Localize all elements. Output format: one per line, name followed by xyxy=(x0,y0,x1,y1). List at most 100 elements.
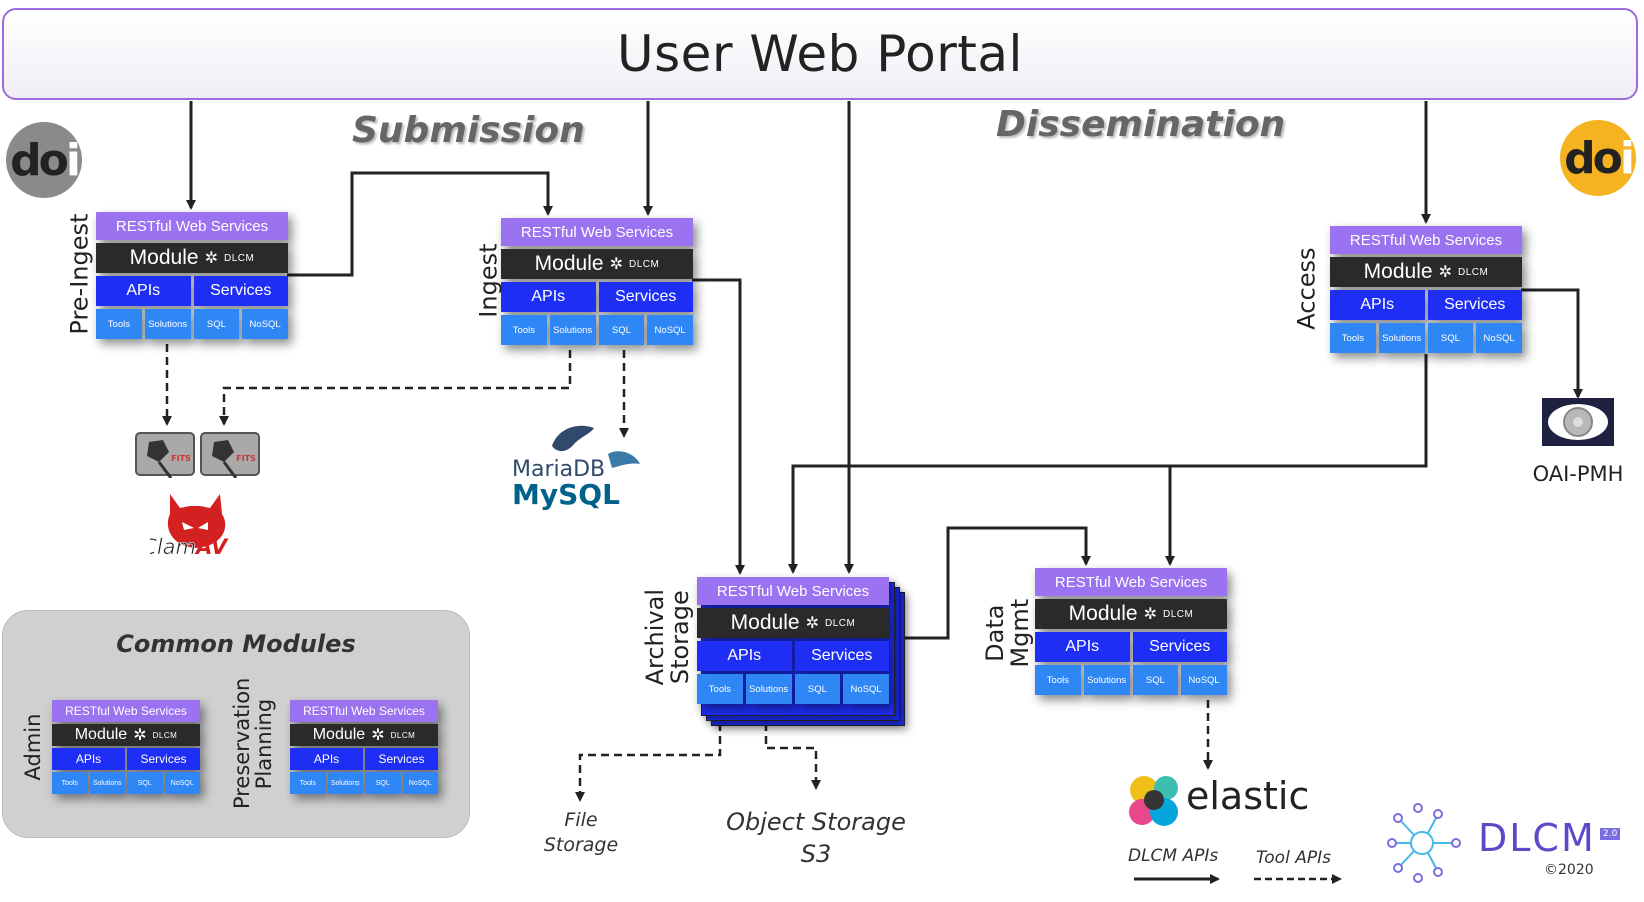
fits-label-2: FITS xyxy=(236,454,256,463)
services-cell: Services xyxy=(365,748,438,770)
label-preservation-line1: Preservation xyxy=(229,677,254,810)
nosql-cell: NoSQL xyxy=(1476,323,1522,353)
nosql-cell: NoSQL xyxy=(843,674,889,704)
tools-cell: Tools xyxy=(1330,323,1376,353)
object-storage-caption: Object Storage S3 xyxy=(716,806,916,871)
archival-to-file-storage-arrow xyxy=(575,710,722,802)
dlcm-icon: ✲ xyxy=(1438,264,1452,281)
services-cell: Services xyxy=(193,276,288,306)
clamav-part2: AV xyxy=(194,535,229,558)
apis-cell: APIs xyxy=(697,641,792,671)
dlcm-tag: DLCM xyxy=(390,730,416,740)
dissemination-title: Dissemination xyxy=(996,104,1286,145)
label-preservation-line2: Planning xyxy=(252,698,276,790)
submission-title: Submission xyxy=(352,110,585,151)
label-archival-line1: Archival xyxy=(640,588,669,686)
label-pre-ingest: Pre-Ingest xyxy=(65,213,94,335)
sql-cell: SQL xyxy=(193,309,240,339)
nosql-cell: NoSQL xyxy=(1181,665,1227,695)
dlcm-tag: DLCM xyxy=(223,252,255,264)
fits-tool-icon-1: FITS xyxy=(135,432,195,478)
access-to-archival-arrow xyxy=(788,354,1428,574)
module-label: Module xyxy=(1068,602,1138,625)
label-data-mgmt: Data Mgmt xyxy=(980,583,1034,683)
solutions-cell: Solutions xyxy=(327,772,363,794)
services-cell: Services xyxy=(1132,632,1227,662)
sql-cell: SQL xyxy=(1132,665,1179,695)
dlcm-tag: DLCM xyxy=(152,730,178,740)
ingest-to-archival-arrow xyxy=(692,278,745,575)
label-archival-storage: Archival Storage xyxy=(640,577,694,697)
module-bar: Module ✲ DLCM xyxy=(1035,599,1227,629)
apis-cell: APIs xyxy=(52,748,125,770)
doi-logo-left: doi xyxy=(6,122,82,198)
tools-cell: Tools xyxy=(96,309,142,339)
solutions-cell: Solutions xyxy=(89,772,125,794)
apis-cell: APIs xyxy=(1330,290,1425,320)
mariadb-text: MariaDB xyxy=(512,457,605,482)
rws-bar: RESTful Web Services xyxy=(52,700,200,722)
sql-cell: SQL xyxy=(1427,323,1474,353)
label-preservation-planning: Preservation Planning xyxy=(229,677,276,810)
module-label: Module xyxy=(129,246,199,269)
common-modules-title: Common Modules xyxy=(116,630,356,658)
label-data-mgmt-line1: Data xyxy=(980,604,1009,662)
fits-tool-icon-2: FITS xyxy=(200,432,260,478)
dlcm-tag: DLCM xyxy=(1457,266,1489,278)
dlcm-icon: ✲ xyxy=(133,727,147,744)
module-bar: Module ✲ DLCM xyxy=(697,608,889,638)
dlcm-icon: ✲ xyxy=(1143,606,1157,623)
apis-cell: APIs xyxy=(501,282,596,312)
dlcm-tag: DLCM xyxy=(1162,608,1194,620)
dlcm-icon: ✲ xyxy=(805,615,819,632)
sql-cell: SQL xyxy=(598,315,645,345)
object-storage-line2: S3 xyxy=(800,840,832,869)
access-to-oaipmh-arrow xyxy=(1521,288,1583,399)
file-storage-caption: File Storage xyxy=(536,808,626,857)
rws-bar: RESTful Web Services xyxy=(1330,226,1522,254)
solutions-cell: Solutions xyxy=(144,309,191,339)
rws-bar: RESTful Web Services xyxy=(501,218,693,246)
module-label: Module xyxy=(534,252,604,275)
fits-label-1: FITS xyxy=(171,454,191,463)
apis-cell: APIs xyxy=(290,748,363,770)
module-label: Module xyxy=(1363,260,1433,283)
user-web-portal: User Web Portal xyxy=(2,8,1638,100)
label-access: Access xyxy=(1292,247,1321,330)
rws-bar: RESTful Web Services xyxy=(96,212,288,240)
services-cell: Services xyxy=(127,748,200,770)
doi-letter-i: i xyxy=(65,134,81,186)
nosql-cell: NoSQL xyxy=(242,309,288,339)
module-bar: Module ✲ DLCM xyxy=(1330,257,1522,287)
dlcm-network-logo xyxy=(1387,803,1461,883)
archival-to-datamgmt-arrow xyxy=(898,526,1091,640)
label-data-mgmt-line2: Mgmt xyxy=(1006,598,1034,668)
label-admin: Admin xyxy=(20,713,45,781)
sql-cell: SQL xyxy=(127,772,163,794)
nosql-cell: NoSQL xyxy=(164,772,200,794)
sql-cell: SQL xyxy=(365,772,401,794)
label-archival-line2: Storage xyxy=(666,590,694,685)
services-cell: Services xyxy=(1427,290,1522,320)
clamav-logo: Clam AV xyxy=(150,494,229,558)
solutions-cell: Solutions xyxy=(1378,323,1425,353)
archival-to-object-storage-arrow xyxy=(764,710,821,790)
file-storage-line2: Storage xyxy=(543,833,619,856)
nosql-cell: NoSQL xyxy=(647,315,693,345)
oai-pmh-label: OAI-PMH xyxy=(1532,462,1624,486)
tools-cell: Tools xyxy=(697,674,743,704)
label-ingest: Ingest xyxy=(474,243,503,318)
doi-logo-left-text: doi xyxy=(10,134,81,186)
tools-cell: Tools xyxy=(501,315,547,345)
doi-logo-right: doi xyxy=(1560,120,1636,196)
dlcm-tag: DLCM xyxy=(824,617,856,629)
rws-bar: RESTful Web Services xyxy=(1035,568,1227,596)
module-label: Module xyxy=(730,611,800,634)
apis-cell: APIs xyxy=(1035,632,1130,662)
file-storage-line1: File xyxy=(564,809,598,831)
solutions-cell: Solutions xyxy=(1083,665,1130,695)
